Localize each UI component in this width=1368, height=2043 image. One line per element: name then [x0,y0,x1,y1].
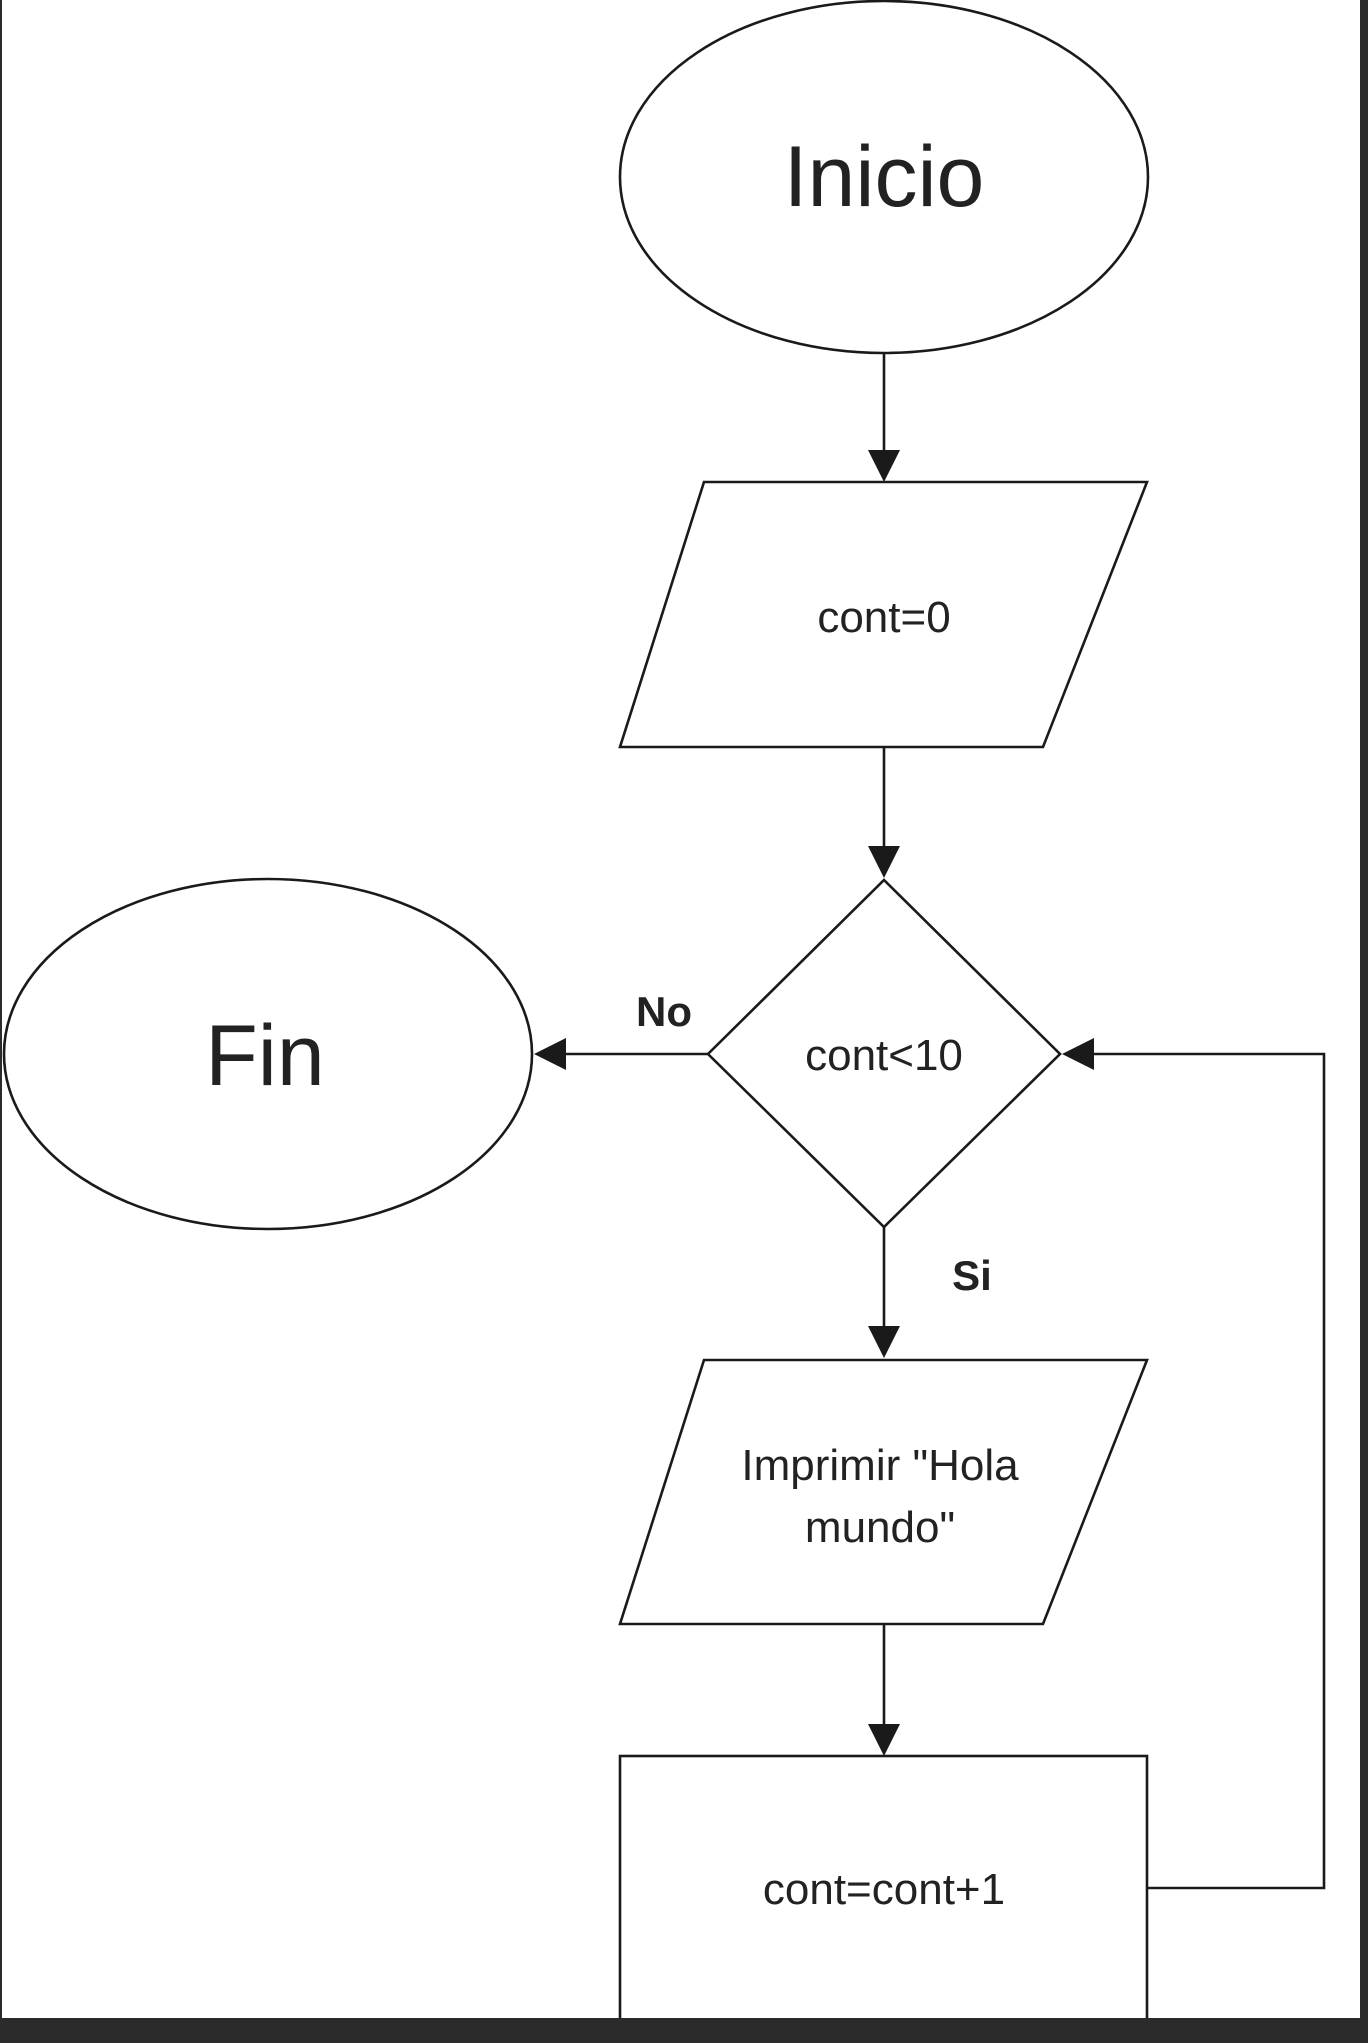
frame-bottom [0,2018,1368,2038]
node-start: Inicio [618,0,1150,355]
edges [534,353,1326,1890]
arrowhead-loop-back [1062,1038,1094,1070]
arrowhead-start-to-init [868,450,900,482]
print-io-shape [618,1358,1149,1626]
frame-left [0,0,2,2038]
init-label: cont=0 [817,593,950,642]
arrowhead-init-to-condition [868,846,900,878]
end-terminator-shape [2,877,534,1231]
edge-increment-loop-back [1080,1052,1326,1890]
node-end: Fin [2,877,534,1231]
edge-label-no: No [636,988,692,1035]
init-io-shape [618,480,1149,749]
arrowhead-print-to-increment [868,1724,900,1756]
condition-label: cont<10 [805,1031,963,1080]
node-condition: cont<10 [706,878,1062,1229]
node-init: cont=0 [618,480,1149,749]
print-label-line1: Imprimir "Hola [741,1441,1019,1490]
start-label: Inicio [784,129,985,225]
node-print: Imprimir "Hola mundo" [618,1358,1149,1626]
condition-decision-shape [706,878,1062,1229]
node-increment: cont=cont+1 [618,1754,1149,2022]
increment-process-shape [618,1754,1149,2022]
end-label: Fin [205,1008,324,1104]
increment-label: cont=cont+1 [763,1865,1005,1914]
start-terminator-shape [618,0,1150,355]
frame-right [1360,0,1368,2038]
arrowhead-condition-to-print [868,1326,900,1358]
arrowhead-condition-to-end [534,1038,566,1070]
edge-label-yes: Si [952,1252,992,1299]
print-label-line2: mundo" [805,1503,955,1552]
